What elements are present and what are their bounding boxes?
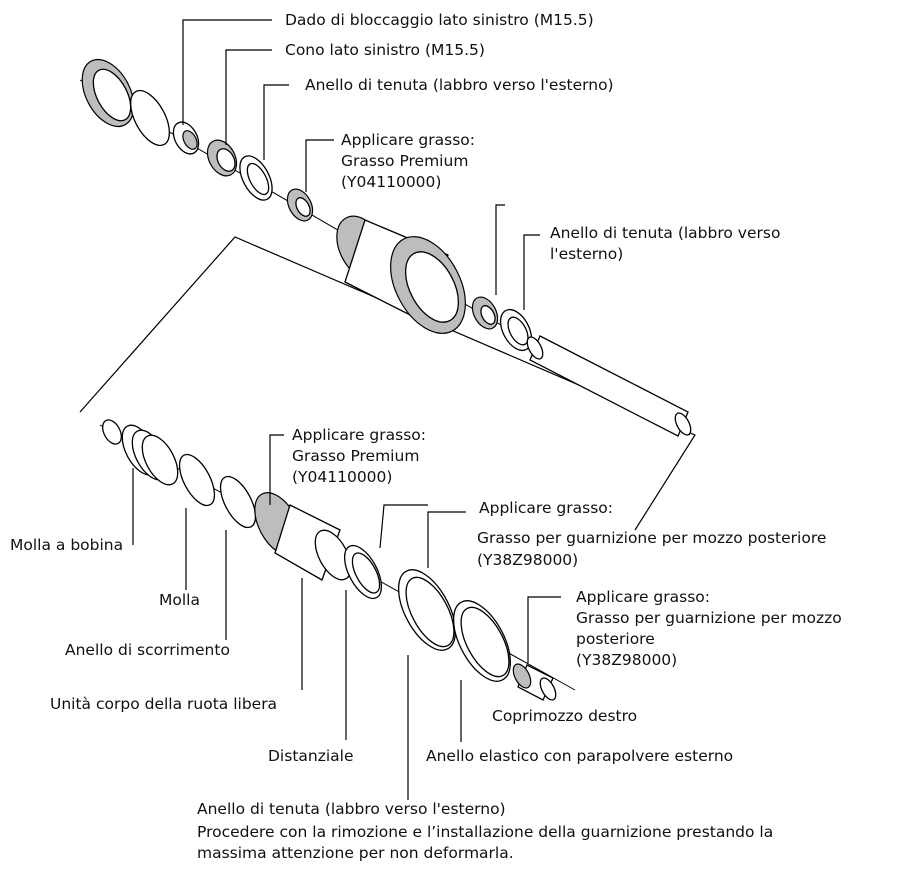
grease-seal-hub-line3: (Y38Z98000): [477, 551, 579, 569]
slide-ring-part: [219, 475, 257, 529]
right-cap-label: Coprimozzo destro: [492, 707, 638, 725]
leader-lines: [132, 19, 561, 800]
locknut-part: [172, 121, 200, 155]
grease-top-label: Applicare grasso: Grasso Premium (Y04110…: [341, 131, 475, 191]
coil-spring-label: Molla a bobina: [10, 536, 124, 554]
seal-ring-bottom-label: Anello di tenuta (labbro verso l'esterno…: [197, 800, 506, 818]
grease-seal-hub-line2: Grasso per guarnizione per mozzo posteri…: [477, 529, 827, 547]
lock-nut-left-label: Dado di bloccaggio lato sinistro (M15.5): [285, 11, 594, 29]
hub-shell-part: [336, 215, 466, 334]
freehub-body-label: Unità corpo della ruota libera: [50, 695, 278, 713]
connection-frame: [79, 236, 696, 531]
snap-ring-part: [452, 600, 512, 682]
slide-ring-label: Anello di scorrimento: [65, 641, 230, 659]
cone-left-label: Cono lato sinistro (M15.5): [285, 41, 485, 59]
axle-part: [526, 335, 692, 437]
bearing-part: [286, 188, 314, 222]
right-cap-part: [512, 663, 557, 701]
lock-nut-left-part: [81, 58, 135, 128]
spring-part: [178, 453, 216, 507]
coil-spring-part: [121, 424, 179, 486]
small-ring-part: [102, 419, 122, 445]
snap-ring-label: Anello elastico con parapolvere esterno: [426, 747, 734, 765]
cone-part: [206, 139, 238, 177]
grease-seal-hub-line1: Applicare grasso:: [479, 499, 613, 517]
spacer-label: Distanziale: [268, 747, 354, 765]
bearing-right-part: [471, 296, 499, 330]
seal-ring-bottom-part: [397, 569, 457, 651]
grease-cap-label: Applicare grasso: Grasso per guarnizione…: [576, 588, 842, 669]
seal-ring-top-label: Anello di tenuta (labbro verso l'esterno…: [305, 76, 614, 94]
washer-part: [130, 89, 170, 147]
grease-freehub-label: Applicare grasso: Grasso Premium (Y04110…: [292, 426, 426, 486]
freehub-body-part: [254, 492, 352, 581]
warning-note: Procedere con la rimozione e l’installaz…: [197, 823, 774, 862]
spring-label: Molla: [159, 591, 200, 609]
seal-ring-right-label: Anello di tenuta (labbro verso l'esterno…: [550, 224, 781, 263]
seal-ring-right-part: [499, 308, 533, 352]
spacer-part: [343, 544, 383, 600]
seal-ring-top-part: [239, 155, 273, 201]
